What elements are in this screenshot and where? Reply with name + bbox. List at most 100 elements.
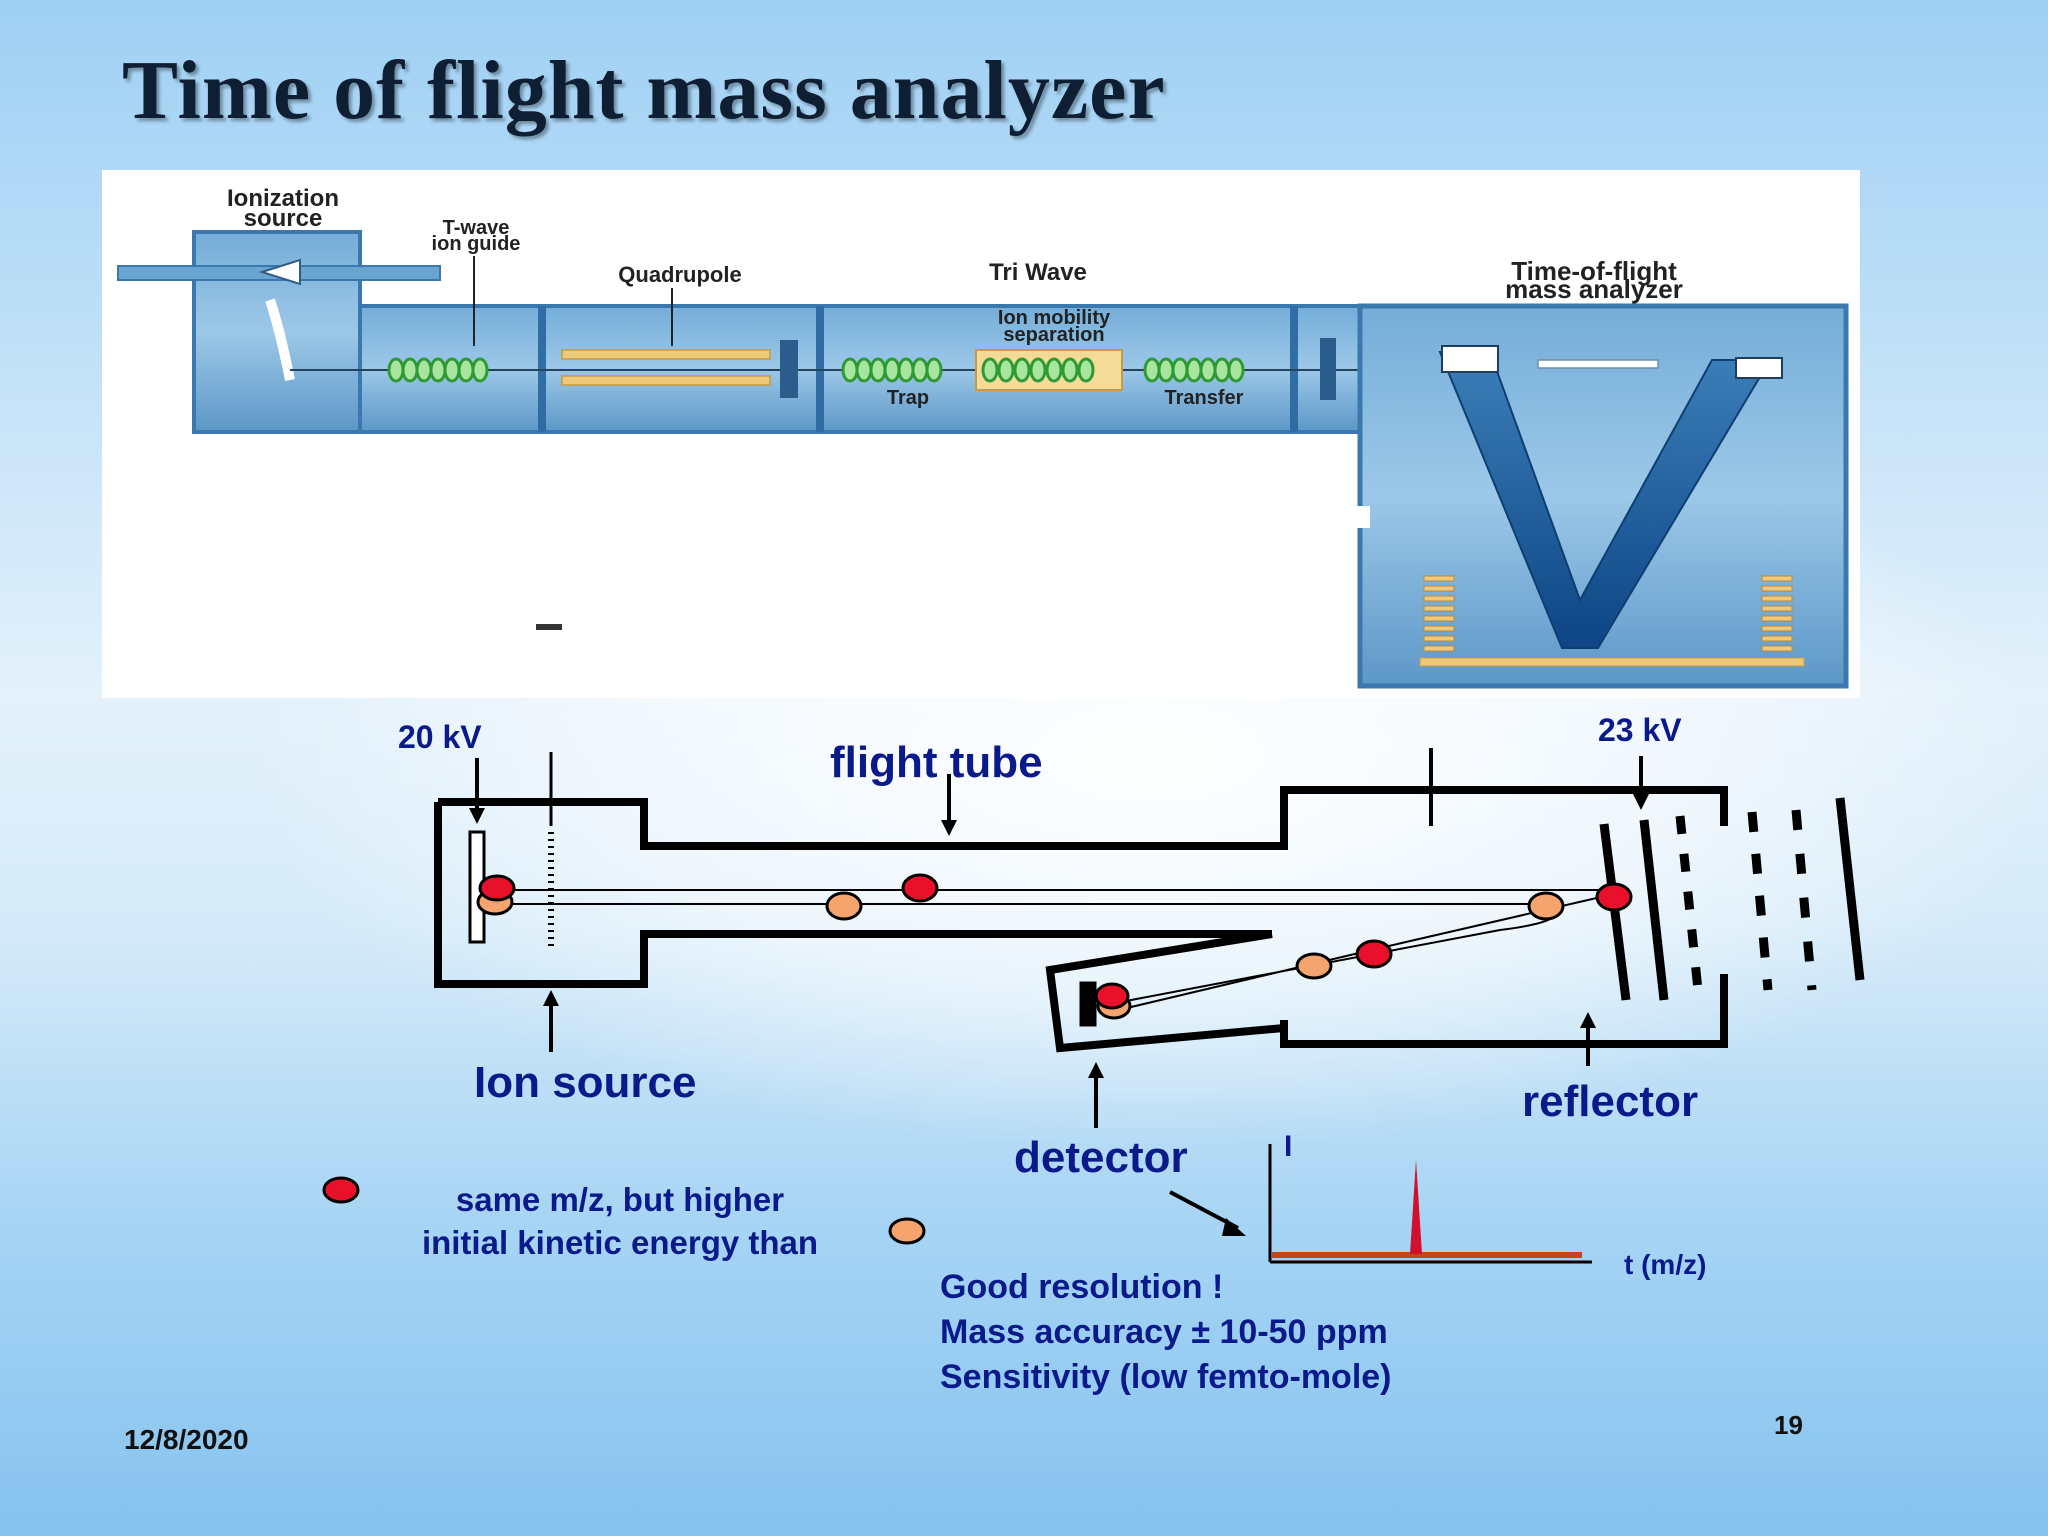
tof-reflectron-stack-left: [1423, 575, 1455, 652]
trap-coil-ring: [883, 357, 901, 383]
reflectron-right-plate: [1761, 615, 1793, 622]
reflectron-left-plate: [1423, 605, 1455, 612]
ions: [476, 873, 1633, 1020]
footer-date: 12/8/2020: [124, 1424, 249, 1455]
reflector-grid-3: [1675, 815, 1703, 991]
reflectron-left-plate: [1423, 615, 1455, 622]
reflectron-left-plate: [1423, 635, 1455, 642]
instrument-diagram: Ionization source T-wave ion guide Quadr…: [102, 170, 1860, 698]
arrowhead-ion-source: [543, 990, 559, 1006]
reflectron-left-plate: [1423, 595, 1455, 602]
slide-number: 19: [1774, 1410, 1803, 1440]
label-transfer: Transfer: [1165, 387, 1244, 409]
reflector-grid-2: [1639, 819, 1669, 1001]
trap-coil-ring: [855, 357, 873, 383]
t-wave-coils: [387, 357, 489, 383]
label-detector: detector: [1014, 1133, 1188, 1182]
reflector-grid-4: [1747, 811, 1773, 991]
t-wave-coil-ring: [429, 357, 447, 383]
ion-red-detector: [1094, 982, 1130, 1010]
flight-tube-outline-lower: [434, 802, 1272, 988]
label-ion-mobility-line2: separation: [1003, 324, 1104, 346]
tof-pump-port: [1356, 506, 1370, 528]
lens-plates: [780, 340, 798, 398]
ion-red-return: [1355, 939, 1393, 969]
reflectron-left-plate: [1423, 625, 1455, 632]
mobility-coil-ring: [1045, 357, 1063, 383]
ion-orange-reflector: [1527, 891, 1565, 921]
note-sensitivity: Sensitivity (low femto-mole): [940, 1358, 1392, 1396]
tri-wave-coils: [841, 357, 1245, 383]
legend-line-2: initial kinetic energy than: [422, 1224, 818, 1261]
transfer-coil-ring: [1171, 357, 1189, 383]
trap-coil-ring: [897, 357, 915, 383]
tof-pusher-box: [1441, 345, 1499, 373]
quadrupole-rod-top: [561, 349, 771, 360]
reflectron-right-plate: [1761, 605, 1793, 612]
transfer-coil-ring: [1199, 357, 1217, 383]
reflectron-right-plate: [1761, 645, 1793, 652]
t-wave-coil-ring: [401, 357, 419, 383]
arrowhead-reflector: [1580, 1012, 1596, 1028]
label-trap: Trap: [887, 387, 929, 409]
source-plume-icon: [258, 258, 301, 286]
ion-red-reflector: [1595, 882, 1633, 912]
legend-orange-ion: [888, 1217, 926, 1245]
spectrum-x-label: t (m/z): [1624, 1249, 1706, 1280]
label-ionization-source-line2: source: [244, 205, 323, 232]
detector-plate: [1079, 981, 1097, 1027]
t-wave-coil-ring: [471, 357, 489, 383]
source-nozzle-icon: [265, 298, 295, 381]
reflectron-right-plate: [1761, 625, 1793, 632]
label-tof-line2: mass analyzer: [1505, 274, 1683, 304]
transfer-coil-ring: [1185, 357, 1203, 383]
trap-coil-ring: [911, 357, 929, 383]
quadrupole-rod-bottom: [561, 375, 771, 386]
trap-coil-ring: [841, 357, 859, 383]
tof-grid-dashes: [536, 624, 562, 630]
mobility-coil-ring: [1077, 357, 1095, 383]
mobility-coil-ring: [997, 357, 1015, 383]
t-wave-coil-ring: [443, 357, 461, 383]
tof-detector-box: [1735, 357, 1783, 379]
reflectron-schematic: [434, 748, 1865, 1236]
reflectron-left-plate: [1423, 585, 1455, 592]
label-23kv: 23 kV: [1598, 712, 1682, 748]
mobility-coil-ring: [1013, 357, 1031, 383]
arrowhead-20kv: [469, 808, 485, 824]
t-wave-coil-ring: [415, 357, 433, 383]
tof-reflectron-stack-right: [1761, 575, 1793, 652]
legend-line-1: same m/z, but higher: [456, 1181, 784, 1218]
ion-orange-tube: [825, 891, 863, 921]
label-ion-source: Ion source: [474, 1058, 697, 1107]
reflectron-right-plate: [1761, 595, 1793, 602]
reflectron-right-plate: [1761, 635, 1793, 642]
label-tof-line1: Time-of-flight: [1511, 256, 1677, 286]
transfer-coil-ring: [1213, 357, 1231, 383]
label-t-wave-line2: ion guide: [432, 233, 521, 255]
arrowhead-detector: [1088, 1062, 1104, 1078]
arrowhead-23kv: [1633, 794, 1649, 810]
tof-reflectron-bar: [1537, 359, 1659, 369]
tof-base-plate: [1419, 657, 1805, 667]
transfer-lens-plates: [1320, 338, 1336, 400]
label-ion-mobility-line1: Ion mobility: [998, 307, 1111, 329]
reflector-grid-5: [1791, 809, 1817, 991]
slide-title: Time of flight mass analyzer: [122, 44, 1166, 137]
reflectron-right-plate: [1761, 575, 1793, 582]
mobility-coil-ring: [1029, 357, 1047, 383]
mobility-coil-ring: [981, 357, 999, 383]
ion-red-tube: [901, 873, 939, 903]
spectrum-peak: [1410, 1160, 1422, 1254]
reflectron-left-plate: [1423, 575, 1455, 582]
label-t-wave-line1: T-wave: [443, 217, 510, 239]
t-wave-coil-ring: [387, 357, 405, 383]
ion-orange-return: [1295, 952, 1333, 980]
reflector-grid-1: [1599, 823, 1631, 1001]
mini-spectrum: I t (m/z): [1268, 1130, 1706, 1280]
label-reflector: reflector: [1522, 1077, 1698, 1126]
transfer-coil-ring: [1143, 357, 1161, 383]
note-resolution: Good resolution !: [940, 1268, 1223, 1306]
reflectron-left-plate: [1423, 645, 1455, 652]
